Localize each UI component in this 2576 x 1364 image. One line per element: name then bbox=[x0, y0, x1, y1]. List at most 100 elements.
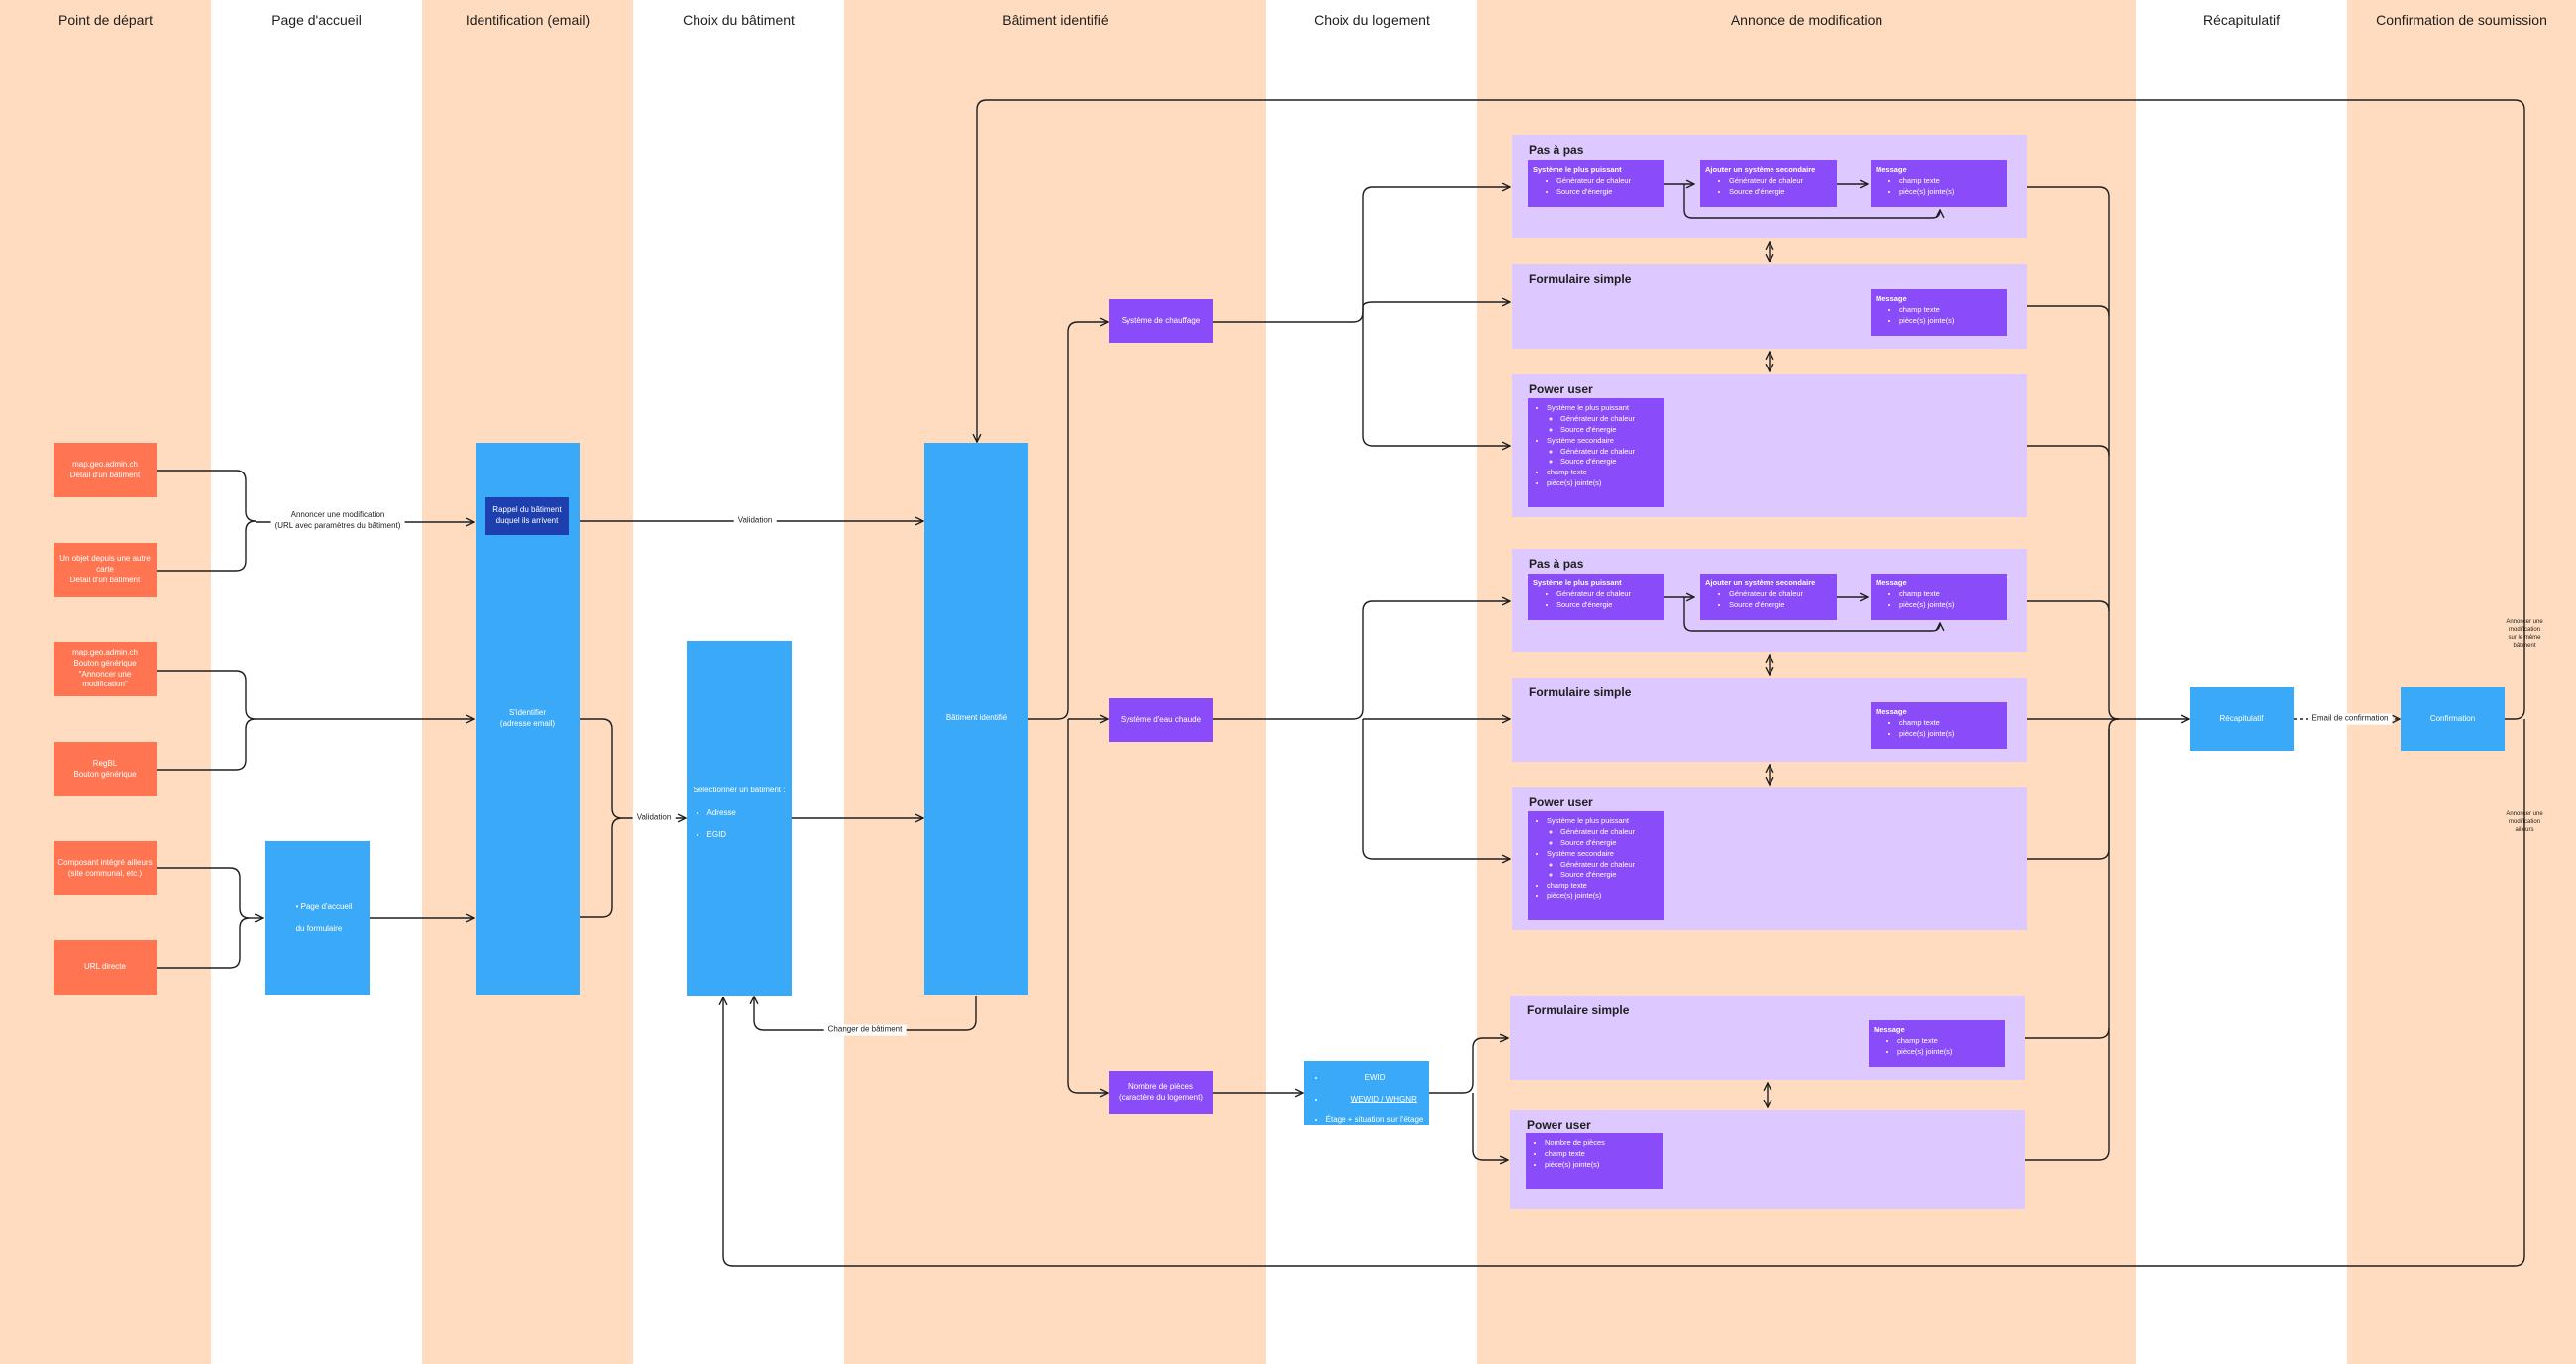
box-item: pièce(s) jointe(s) bbox=[1899, 187, 2002, 198]
box-title: Ajouter un système secondaire bbox=[1705, 165, 1816, 174]
wire bbox=[157, 867, 251, 969]
box-item-text: Système secondaire bbox=[1547, 848, 1614, 858]
start-node-map-geo-detail: map.geo.admin.ch Détail d'un bâtiment bbox=[54, 443, 157, 497]
edge-label-validation: Validation bbox=[733, 515, 777, 527]
box-subitem: Source d'énergie bbox=[1560, 870, 1660, 881]
panel-title: Pas à pas bbox=[1529, 557, 1584, 571]
box-item-text: Système le plus puissant bbox=[1547, 816, 1629, 825]
box-subitem: Générateur de chaleur bbox=[1560, 860, 1660, 871]
box-item: Source d'énergie bbox=[1729, 187, 1832, 198]
wire bbox=[1683, 184, 1940, 219]
heating-system-node: Système de chauffage bbox=[1109, 299, 1213, 343]
box-item: champ texte bbox=[1547, 468, 1660, 478]
column-title: Page d'accueil bbox=[271, 12, 362, 28]
box-sublist: Générateur de chaleurSource d'énergie bbox=[1547, 414, 1660, 436]
wire bbox=[1683, 597, 1940, 632]
message-box: Message champ textepièce(s) jointe(s) bbox=[1871, 702, 2007, 749]
column-title: Confirmation de soumission bbox=[2376, 12, 2547, 28]
choose-building-list: Adresse EGID bbox=[694, 797, 786, 851]
wire bbox=[1213, 601, 1510, 720]
box-subitem: Source d'énergie bbox=[1560, 457, 1660, 468]
box-item: champ texte bbox=[1899, 718, 2002, 729]
box-list: champ textepièce(s) jointe(s) bbox=[1876, 718, 2002, 740]
wire bbox=[1213, 187, 1510, 323]
choose-building-node: Sélectionner un bâtiment : Adresse EGID bbox=[687, 641, 792, 996]
wire bbox=[1362, 302, 1510, 322]
box-list: Générateur de chaleurSource d'énergie bbox=[1705, 176, 1832, 198]
box-item: Générateur de chaleur bbox=[1556, 589, 1660, 600]
column-title: Choix du logement bbox=[1314, 12, 1430, 28]
secondary-system-box: Ajouter un système secondaire Générateur… bbox=[1700, 160, 1837, 207]
column-title: Point de départ bbox=[58, 12, 153, 28]
edge-label-email-confirmation: Email de confirmation bbox=[2308, 713, 2393, 725]
secondary-system-box: Ajouter un système secondaire Générateur… bbox=[1700, 574, 1837, 620]
box-list: Système le plus puissant Générateur de c… bbox=[1533, 403, 1660, 489]
box-subitem: Générateur de chaleur bbox=[1560, 447, 1660, 458]
box-item: pièce(s) jointe(s) bbox=[1899, 729, 2002, 740]
box-list: Générateur de chaleurSource d'énergie bbox=[1533, 589, 1660, 611]
box-item: Système le plus puissant Générateur de c… bbox=[1547, 403, 1660, 436]
box-list: Système le plus puissant Générateur de c… bbox=[1533, 816, 1660, 902]
box-item: Système secondaire Générateur de chaleur… bbox=[1547, 849, 1660, 882]
rooms-node: Nombre de pièces (caractère du logement) bbox=[1109, 1071, 1213, 1114]
wire bbox=[2027, 718, 2120, 860]
box-item: champ texte bbox=[1897, 1036, 2000, 1047]
box-subitem: Générateur de chaleur bbox=[1560, 414, 1660, 425]
box-title: Système le plus puissant bbox=[1533, 578, 1622, 587]
box-item: Générateur de chaleur bbox=[1729, 589, 1832, 600]
wire bbox=[1028, 322, 1108, 720]
box-item: champ texte bbox=[1899, 176, 2002, 187]
box-item: champ texte bbox=[1899, 305, 2002, 316]
wire bbox=[1362, 719, 1510, 859]
panel-title: Formulaire simple bbox=[1529, 685, 1632, 699]
panel-title: Power user bbox=[1527, 1118, 1591, 1132]
box-list: champ textepièce(s) jointe(s) bbox=[1876, 176, 2002, 198]
box-title: Message bbox=[1876, 578, 1907, 587]
choose-building-item: Adresse bbox=[707, 808, 786, 819]
home-page-item-text: Page d'accueil bbox=[300, 902, 353, 912]
box-sublist: Générateur de chaleurSource d'énergie bbox=[1547, 447, 1660, 469]
wire bbox=[2027, 305, 2110, 317]
power-user-box: Système le plus puissant Générateur de c… bbox=[1528, 811, 1664, 920]
message-box: Message champ textepièce(s) jointe(s) bbox=[1871, 289, 2007, 336]
column-title: Récapitulatif bbox=[2202, 12, 2281, 28]
message-box: Message champ textepièce(s) jointe(s) bbox=[1871, 160, 2007, 207]
column-title: Annonce de modification bbox=[1730, 12, 1883, 28]
edge-label-announce: Annoncer une modification (URL avec para… bbox=[270, 510, 405, 532]
box-item: pièce(s) jointe(s) bbox=[1897, 1047, 2000, 1058]
hot-water-system-node: Système d'eau chaude bbox=[1109, 698, 1213, 742]
edge-label-announce-other: Annoncer une modification ailleurs bbox=[2506, 810, 2543, 834]
wire bbox=[723, 719, 2525, 1267]
box-subitem: Source d'énergie bbox=[1560, 838, 1660, 849]
choose-dwelling-item: WEWID / WHGNR bbox=[1326, 1095, 1424, 1105]
panel-title: Power user bbox=[1529, 795, 1593, 809]
box-subitem: Source d'énergie bbox=[1560, 425, 1660, 436]
confirmation-node: Confirmation bbox=[2401, 687, 2505, 751]
box-item: Système le plus puissant Générateur de c… bbox=[1547, 816, 1660, 849]
box-list: champ textepièce(s) jointe(s) bbox=[1874, 1036, 2000, 1058]
wire bbox=[1472, 1093, 1508, 1160]
wire bbox=[1362, 322, 1510, 446]
box-item: Source d'énergie bbox=[1556, 187, 1660, 198]
column-building-identified: Bâtiment identifié bbox=[844, 0, 1266, 1364]
wire bbox=[157, 670, 257, 771]
home-page-list: • Page d'accueil du formulaire bbox=[282, 892, 353, 946]
wire bbox=[157, 470, 257, 572]
box-item: Générateur de chaleur bbox=[1729, 176, 1832, 187]
box-list: champ textepièce(s) jointe(s) bbox=[1876, 305, 2002, 327]
start-node-direct-url: URL directe bbox=[54, 940, 157, 995]
box-item: champ texte bbox=[1547, 881, 1660, 892]
box-sublist: Générateur de chaleurSource d'énergie bbox=[1547, 827, 1660, 849]
building-reminder-node: Rappel du bâtiment duquel ils arrivent bbox=[485, 497, 569, 535]
column-summary: Récapitulatif bbox=[2136, 0, 2347, 1364]
wire bbox=[2027, 445, 2110, 457]
choose-building-content: Sélectionner un bâtiment : Adresse EGID bbox=[694, 775, 786, 862]
box-list: Générateur de chaleurSource d'énergie bbox=[1533, 176, 1660, 198]
choose-dwelling-list: EWID WEWID / WHGNR Étage + situation sur… bbox=[1310, 1062, 1424, 1137]
box-title: Message bbox=[1876, 707, 1907, 716]
box-list: champ textepièce(s) jointe(s) bbox=[1876, 589, 2002, 611]
box-item: champ texte bbox=[1545, 1149, 1658, 1160]
choose-dwelling-node: Sélectionner un logement : EWID WEWID / … bbox=[1304, 1049, 1429, 1125]
